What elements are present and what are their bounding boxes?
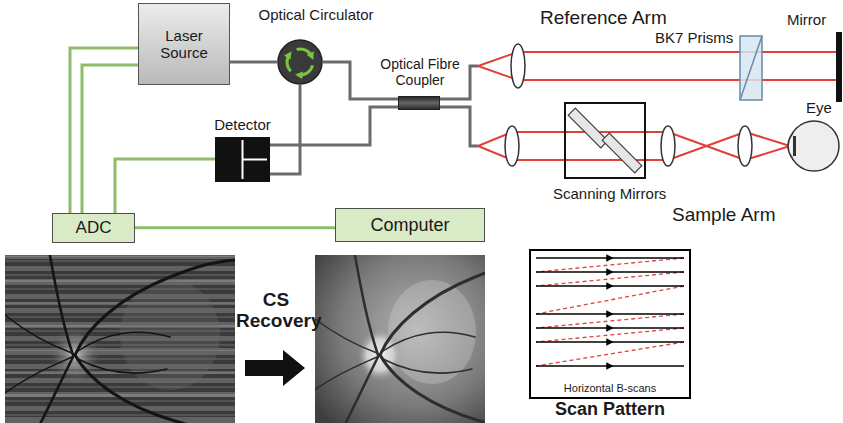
adc-box: ADC: [52, 213, 135, 243]
node-text: Laser Source: [151, 27, 217, 62]
lens: [511, 44, 525, 88]
node-text: Computer: [370, 215, 449, 236]
node-text: ADC: [76, 218, 112, 238]
part-label: Mirror: [787, 12, 826, 29]
node-text: Optical Fibre Coupler: [374, 56, 466, 88]
lens: [738, 126, 752, 166]
lens: [505, 126, 519, 166]
laser-source-box: Laser Source: [138, 3, 230, 85]
optical-fibre: [230, 61, 277, 64]
bk7-prisms: [740, 36, 762, 100]
optical-fibre: [270, 85, 300, 174]
arm-title: Reference Arm: [540, 8, 667, 29]
arm-title: Sample Arm: [672, 205, 775, 226]
optical-fibre: [270, 107, 398, 145]
scan-caption: Horizontal B-scans: [533, 382, 687, 394]
figure-title: Scan Pattern: [520, 400, 700, 420]
optical-circulator: Optical Circulator: [250, 6, 382, 85]
fibre-coupler: Optical Fibre Coupler: [374, 56, 466, 110]
scanning-mirrors: [565, 103, 645, 178]
mirror: [836, 32, 842, 102]
signal-wire: [82, 65, 138, 213]
node-text: Detector: [205, 116, 280, 133]
eye: [788, 121, 839, 171]
node-text: Optical Circulator: [250, 6, 382, 23]
lens: [661, 126, 675, 166]
fibre: [440, 107, 478, 146]
signal-wire: [115, 159, 215, 213]
reference-beam: [478, 52, 836, 80]
process-label: CS Recovery: [236, 290, 316, 332]
signal-wire: [70, 48, 138, 213]
recovered-fundus-image: [315, 255, 485, 423]
balanced-detector: Detector: [205, 116, 280, 182]
detector-symbol: [215, 137, 270, 182]
part-label: BK7 Prisms: [655, 30, 733, 47]
signal-wire: [135, 226, 335, 229]
circulator-symbol: [277, 39, 323, 85]
coupler-symbol: [398, 96, 440, 110]
computer-box: Computer: [335, 208, 485, 242]
part-label: Eye: [806, 100, 832, 117]
part-label: Scanning Mirrors: [553, 186, 666, 203]
recovery-arrow: [245, 350, 305, 386]
undersampled-fundus-image: [5, 255, 235, 423]
scan-pattern: [530, 250, 690, 398]
